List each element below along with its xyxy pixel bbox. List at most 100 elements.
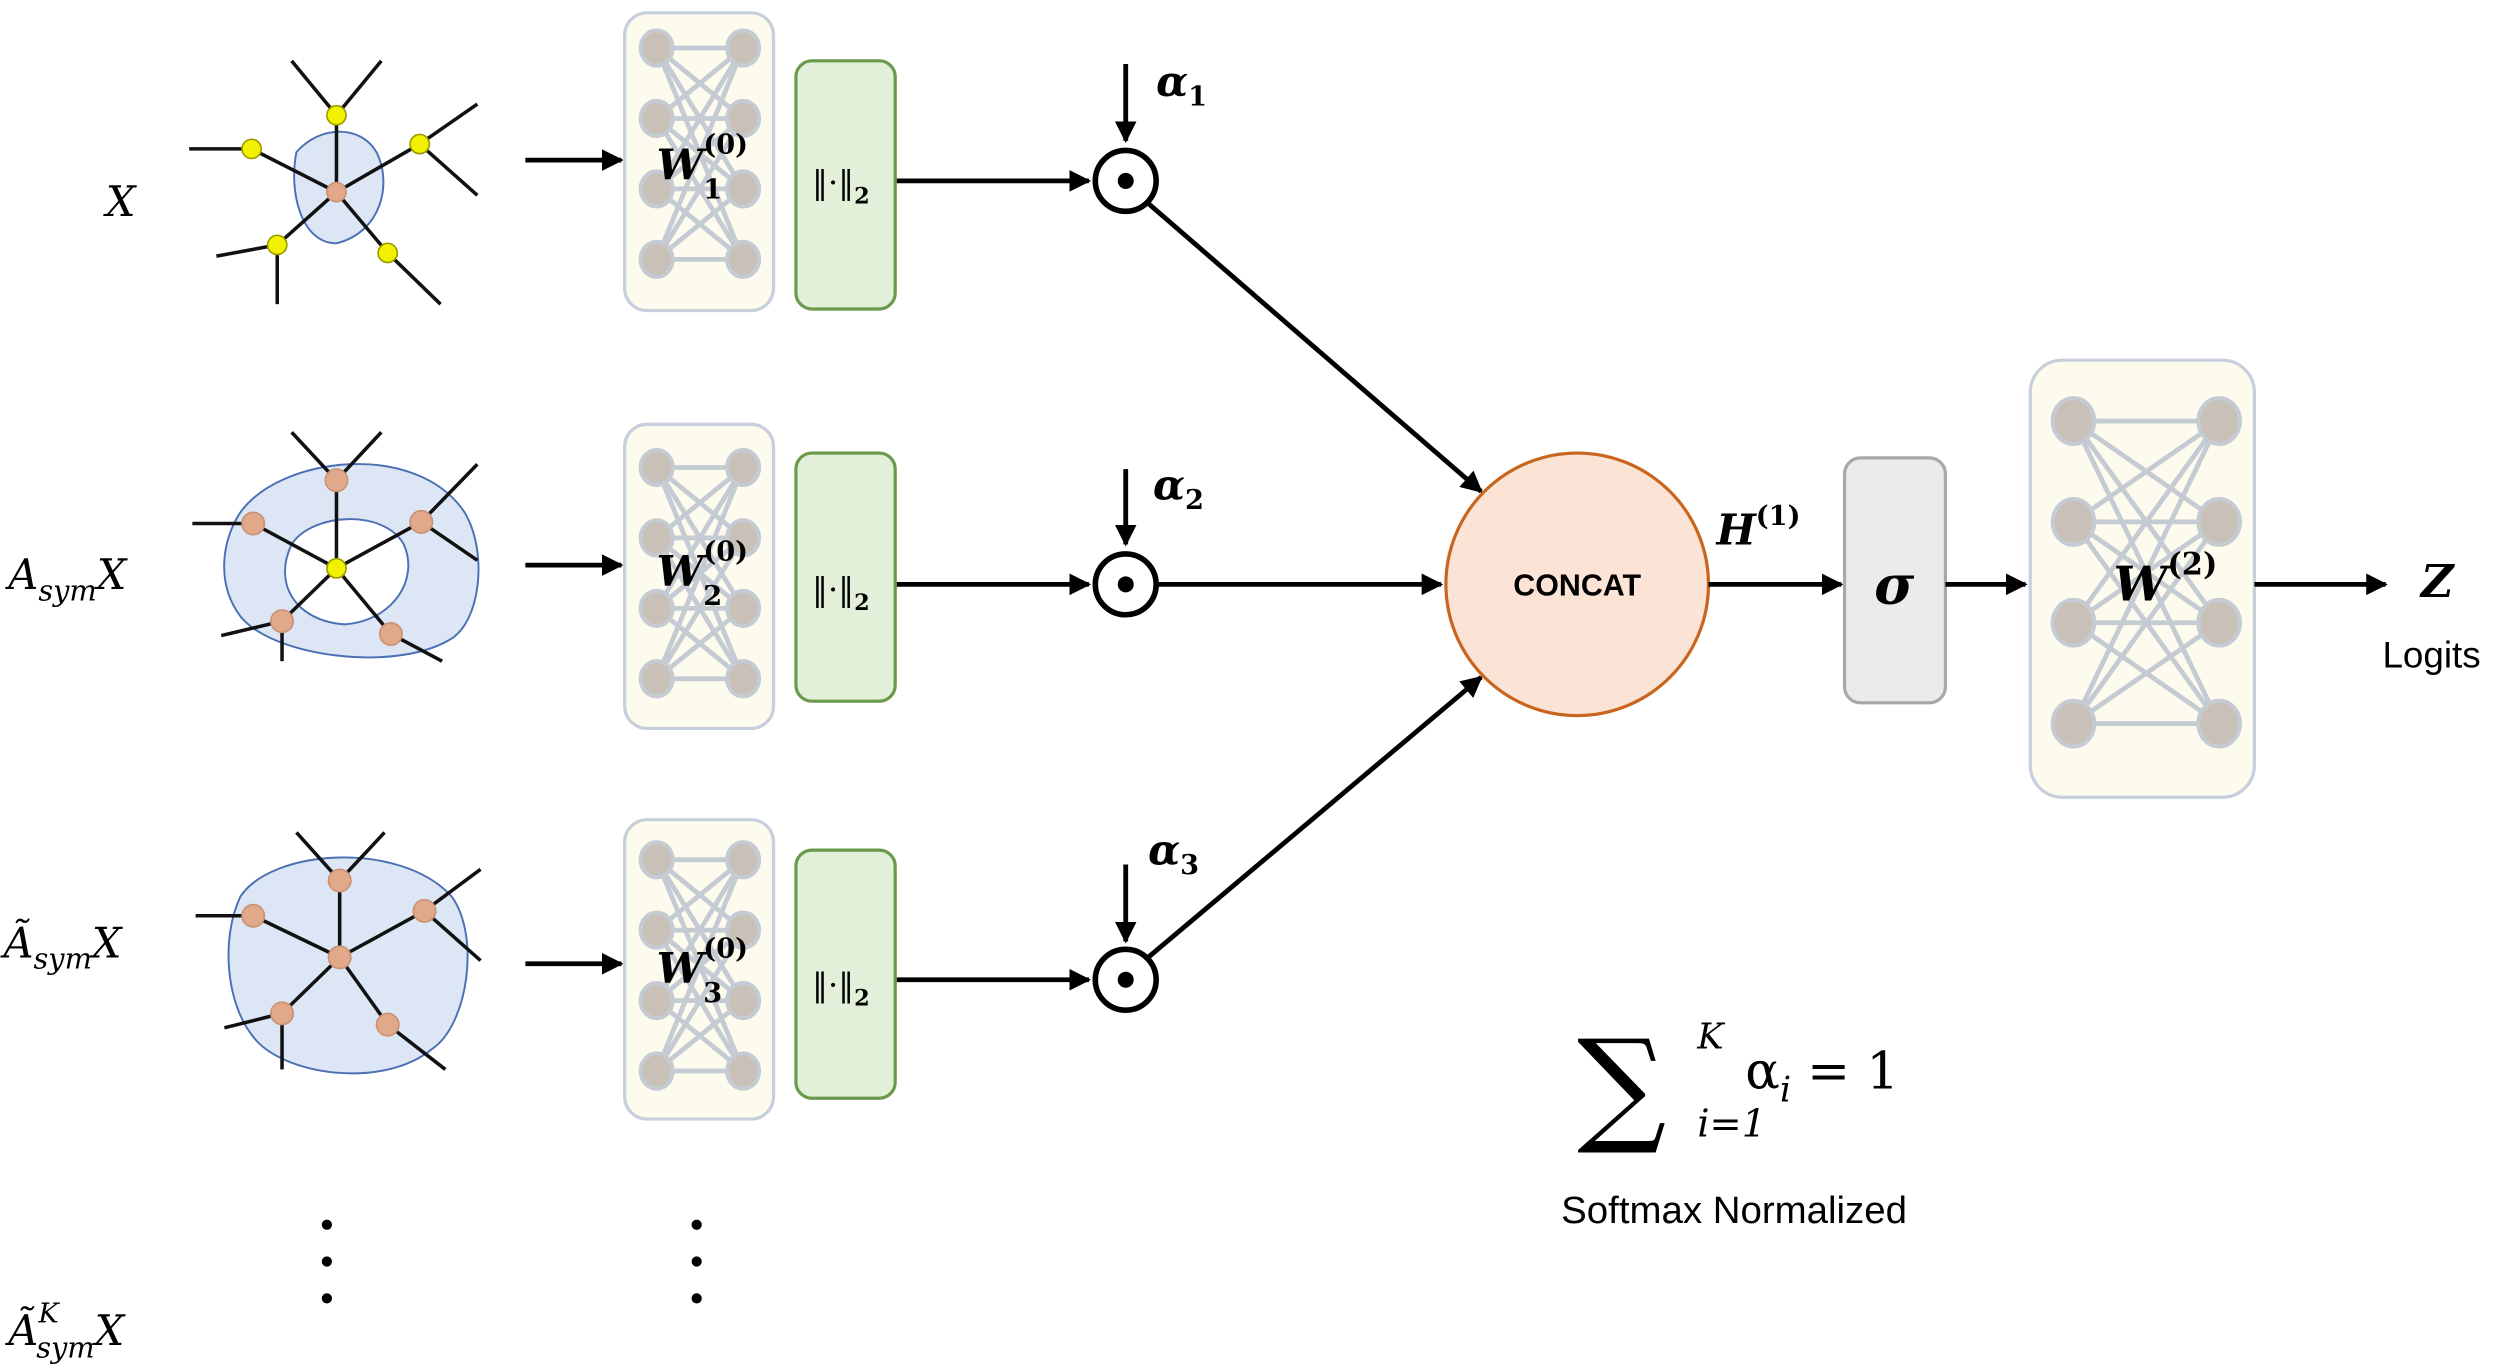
nn-connection [654, 928, 746, 1073]
nn-connection [654, 46, 746, 191]
graph-node [241, 903, 266, 928]
alpha-label-3: α3 [1148, 826, 1199, 882]
concat-node: CONCAT [1444, 451, 1711, 718]
l2-norm-block-3: ‖·‖2 [794, 848, 897, 1100]
nn-connection [654, 858, 746, 1002]
nn-connection [2072, 419, 2221, 524]
graph-center-node [326, 181, 347, 203]
l2-norm-block-1: ‖·‖2 [794, 59, 897, 311]
ellipsis-graphs [321, 1219, 332, 1304]
graph-center-node [327, 945, 352, 970]
graph-node [270, 1001, 295, 1026]
nn-neuron [725, 28, 762, 68]
svg-text:‖·‖2: ‖·‖2 [812, 570, 870, 616]
weight-block-1: W(0)1 [623, 11, 776, 313]
elementwise-product-1 [1092, 147, 1159, 215]
nn-neuron [638, 588, 675, 628]
nn-neuron [638, 910, 675, 950]
nn-icon [638, 840, 762, 1091]
output-weight-block: W(2) [2028, 358, 2256, 799]
graph-node [327, 868, 352, 893]
nn-neuron [638, 447, 675, 488]
elementwise-product-3 [1092, 946, 1159, 1013]
input-label-asym-tilde-x: ÃsymX [0, 918, 123, 975]
nn-neuron [638, 98, 675, 139]
nn-neuron [2050, 396, 2097, 446]
nn-neuron [638, 518, 675, 558]
nn-neuron [2050, 497, 2097, 547]
svg-text:‖·‖2: ‖·‖2 [812, 966, 870, 1012]
nn-connection [654, 858, 746, 1072]
alpha-label-1: α1 [1156, 57, 1207, 113]
sum-term: αi= 1 [1745, 1042, 1899, 1111]
graph-center-node [326, 557, 347, 579]
nn-neuron [2196, 698, 2242, 749]
graph-node [241, 138, 263, 160]
arrow-product-to-concat-1 [1146, 201, 1483, 494]
branch-2: AsymX [4, 422, 1444, 731]
svg-text:‖·‖2: ‖·‖2 [812, 164, 870, 210]
graph-node [409, 133, 431, 155]
nn-neuron [725, 840, 762, 880]
softmax-caption: Softmax Normalized [1561, 1189, 1907, 1232]
nn-neuron [725, 239, 762, 279]
ellipsis-weights [691, 1219, 702, 1304]
weight-block-2: W(0)2 [623, 422, 776, 731]
nn-neuron [725, 910, 762, 950]
l2-norm-block-2: ‖·‖2 [794, 451, 897, 703]
weight-label-3: W(0)3 [657, 932, 748, 1009]
weight-label-1: W(0)1 [657, 129, 748, 206]
graph-node [409, 509, 434, 534]
nn-connection [2072, 620, 2221, 726]
nn-neuron [725, 588, 762, 628]
graph-node [241, 511, 266, 536]
hidden-label: H(1) [1715, 500, 1800, 554]
nn-neuron [2196, 497, 2242, 547]
graph-node [378, 621, 403, 646]
nn-connection [654, 466, 746, 680]
nn-neuron [638, 28, 675, 68]
nn-neuron [725, 1051, 762, 1091]
graph-icon-3 [195, 831, 482, 1075]
nn-icon [2050, 396, 2242, 749]
elementwise-product-2 [1092, 551, 1159, 618]
nn-neuron [725, 518, 762, 558]
svg-text:σ: σ [1874, 553, 1915, 617]
branch-1: X [103, 11, 1483, 494]
nn-icon [638, 447, 762, 699]
nn-connection [654, 47, 746, 261]
nn-icon [638, 28, 762, 279]
graph-node [324, 468, 349, 493]
nn-neuron [638, 840, 675, 880]
graph-node [412, 898, 437, 923]
branch-3: ÃsymX [0, 675, 1483, 1121]
nn-connection [2071, 420, 2222, 725]
graph-node [326, 104, 347, 126]
output-caption: Logits [2382, 635, 2480, 676]
nn-neuron [725, 169, 762, 209]
output-weight-label: W(2) [2114, 547, 2218, 613]
graph-node [375, 1012, 400, 1037]
sum-symbol: ∑ [1577, 1014, 1666, 1159]
nn-neuron [2196, 396, 2242, 446]
nn-neuron [638, 980, 675, 1021]
arrow-product-to-concat-3 [1146, 675, 1483, 960]
nn-connection [654, 536, 746, 681]
graph-icon-2 [192, 431, 480, 663]
weight-block-3: W(0)3 [623, 818, 776, 1121]
alpha-label-2: α2 [1153, 460, 1204, 516]
nn-neuron [638, 1051, 675, 1091]
activation-block: σ [1842, 456, 1948, 705]
nn-connection [2071, 520, 2222, 726]
nn-neuron [638, 659, 675, 699]
input-label-x: X [103, 177, 137, 226]
nn-neuron [2050, 597, 2097, 648]
nn-neuron [2196, 597, 2242, 648]
nn-neuron [725, 447, 762, 488]
nn-neuron [638, 169, 675, 209]
nn-connection [654, 466, 746, 610]
svg-text:CONCAT: CONCAT [1513, 569, 1641, 603]
nn-neuron [2050, 698, 2097, 749]
graph-icon-1 [189, 59, 479, 306]
